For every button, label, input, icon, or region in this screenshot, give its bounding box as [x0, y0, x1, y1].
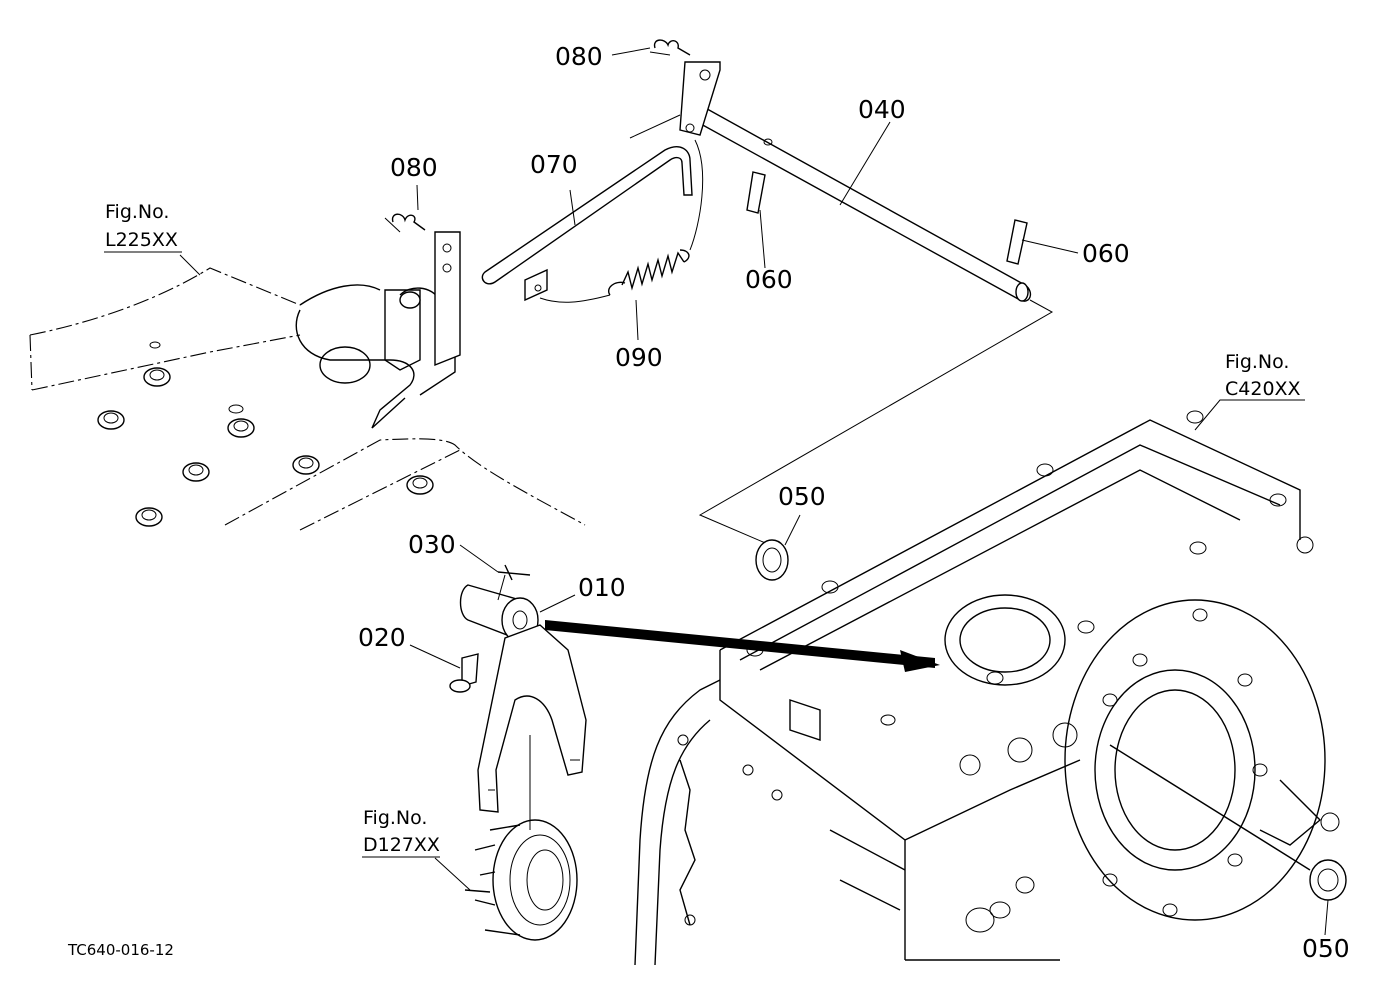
part-label-050-upper: 050: [778, 482, 826, 511]
cotter-pin-080-left: [384, 213, 426, 233]
left-plate-outline: [29, 231, 586, 531]
plate-washers: [97, 341, 434, 527]
fig-ref-left: Fig.No. L225XX: [104, 201, 182, 253]
spring-090: [539, 139, 704, 303]
part-label-040: 040: [858, 95, 906, 124]
part-label-020: 020: [358, 623, 406, 652]
part-label-010: 010: [578, 573, 626, 602]
release-bearing-d127: [464, 735, 578, 941]
fig-ref-bottom-line2: D127XX: [363, 834, 440, 856]
part-label-060-right: 060: [1082, 239, 1130, 268]
fig-ref-bottom: Fig.No. D127XX: [362, 807, 440, 858]
fork-to-housing-arrow: [545, 620, 940, 672]
part-label-050-lower: 050: [1302, 934, 1350, 963]
drawing-code: TC640-016-12: [67, 941, 174, 959]
part-label-080-left: 080: [390, 153, 438, 182]
part-label-060-left: 060: [745, 265, 793, 294]
bearing-050-lower: [1309, 859, 1347, 901]
shaft-040: [629, 61, 1054, 546]
rod-070: [481, 146, 693, 302]
bearing-050-upper: [755, 539, 789, 581]
fig-ref-right-line2: C420XX: [1225, 378, 1301, 400]
fig-ref-left-line2: L225XX: [105, 229, 178, 251]
part-label-090: 090: [615, 343, 663, 372]
fig-ref-bottom-line1: Fig.No.: [363, 807, 427, 829]
fig-ref-left-line1: Fig.No.: [105, 201, 169, 223]
fig-ref-right-line1: Fig.No.: [1225, 351, 1289, 373]
shift-fork-010: [449, 564, 587, 813]
part-label-070: 070: [530, 150, 578, 179]
part-label-080-top: 080: [555, 42, 603, 71]
part-label-030: 030: [408, 530, 456, 559]
cotter-pin-080-top: [649, 39, 691, 56]
leader-lines: [179, 47, 1329, 936]
fig-ref-right: Fig.No. C420XX: [1224, 351, 1305, 401]
transmission-housing: [634, 399, 1340, 966]
